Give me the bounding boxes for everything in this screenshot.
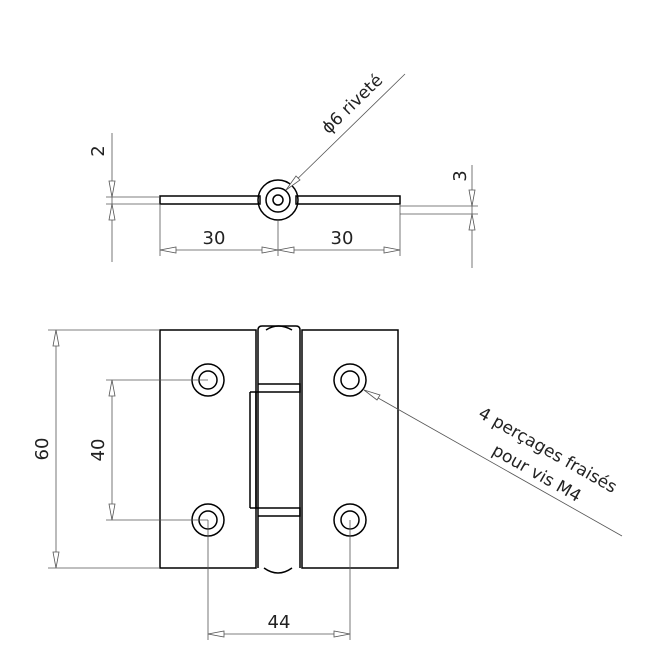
dim-2: 2 (88, 133, 160, 262)
holes-leader: 4 perçages fraisés pour vis M4 (363, 389, 623, 537)
side-view (159, 179, 401, 221)
front-view (159, 325, 399, 574)
dim-3-label: 3 (450, 170, 471, 181)
pin-label: ϕ6 riveté (318, 71, 387, 139)
knuckle-inner (265, 187, 291, 213)
pin-leader: ϕ6 riveté (285, 71, 406, 191)
hole-top-right (333, 363, 367, 397)
dim-30-left-label: 30 (203, 228, 226, 249)
knuckle-bottom-cap (263, 567, 293, 574)
knuckle-strip (257, 325, 301, 568)
dim-30-30: 30 30 (159, 204, 401, 256)
dim-44-label: 44 (268, 612, 291, 633)
pin-hole (272, 194, 284, 206)
dim-2-label: 2 (88, 145, 109, 156)
knuckle-top-cap (265, 325, 293, 331)
left-leaf-side (159, 195, 261, 205)
dim-60: 60 (32, 329, 160, 569)
dim-44: 44 (207, 520, 351, 640)
dim-40: 40 (88, 379, 208, 521)
knuckle-segment (255, 383, 301, 517)
knuckle-segment-inner (249, 391, 256, 509)
dim-60-label: 60 (32, 438, 53, 461)
dim-30-right-label: 30 (331, 228, 354, 249)
dim-40-label: 40 (88, 439, 109, 462)
right-leaf-side (295, 195, 401, 205)
dim-3: 3 (400, 165, 478, 268)
